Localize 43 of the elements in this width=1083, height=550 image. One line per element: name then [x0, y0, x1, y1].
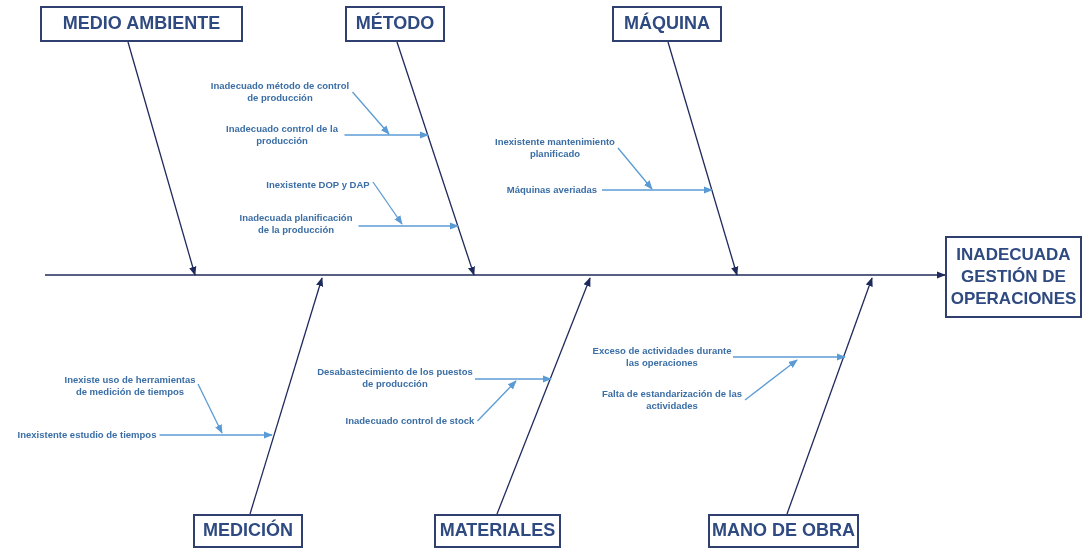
cause-text: Inexistente mantenimiento planificado — [490, 135, 620, 161]
cause-text: Desabastecimiento de los puestos de producción — [315, 365, 475, 391]
category-label: MEDICIÓN — [203, 519, 293, 543]
cause-text: Inexiste uso de herramientas de medición de tiempos — [62, 373, 198, 399]
cause-arrow — [343, 131, 429, 139]
category-label: MEDIO AMBIENTE — [62, 12, 221, 36]
cause-arrow — [476, 380, 517, 422]
cause-text: Inadecuado control de stock — [342, 414, 478, 428]
cause-arrow — [351, 91, 390, 135]
bone-arrow — [396, 41, 475, 276]
bone-arrow — [496, 277, 591, 515]
cause-text: Inadecuada planificación de la producción — [233, 211, 359, 237]
bone-arrow — [667, 41, 739, 276]
cause-arrow — [732, 353, 846, 361]
category-label: MÉTODO — [355, 12, 435, 36]
cause-arrow — [357, 222, 459, 230]
cause-arrow — [197, 383, 223, 434]
category-box — [193, 514, 303, 548]
cause-arrow — [474, 375, 552, 383]
category-box — [40, 6, 243, 42]
cause-text: Máquinas averiadas — [502, 183, 602, 197]
cause-text: Inexistente DOP y DAP — [263, 178, 373, 192]
bone-arrow — [127, 41, 197, 276]
cause-text: Inexistente estudio de tiempos — [14, 428, 160, 442]
cause-arrow — [744, 359, 798, 401]
category-box — [345, 6, 445, 42]
category-label: MATERIALES — [439, 519, 556, 543]
cause-text: Inadecuado control de la producción — [219, 122, 345, 148]
bone-arrow — [786, 277, 873, 515]
effect-box — [945, 236, 1082, 318]
effect-label: INADECUADA GESTIÓN DE OPERACIONES — [949, 243, 1078, 311]
cause-arrow — [617, 147, 653, 190]
cause-arrow — [372, 181, 403, 225]
cause-arrow — [601, 186, 713, 194]
cause-text: Falta de estandarización de las actividades — [599, 387, 745, 413]
category-label: MÁQUINA — [624, 12, 710, 36]
category-box — [612, 6, 722, 42]
cause-text: Exceso de actividades durante las operaciones — [591, 344, 733, 370]
spine-arrow — [44, 271, 946, 279]
cause-text: Inadecuado método de control de producción — [207, 79, 353, 105]
bone-arrow — [249, 277, 324, 515]
cause-arrow — [158, 431, 273, 439]
category-label: MANO DE OBRA — [712, 519, 855, 543]
